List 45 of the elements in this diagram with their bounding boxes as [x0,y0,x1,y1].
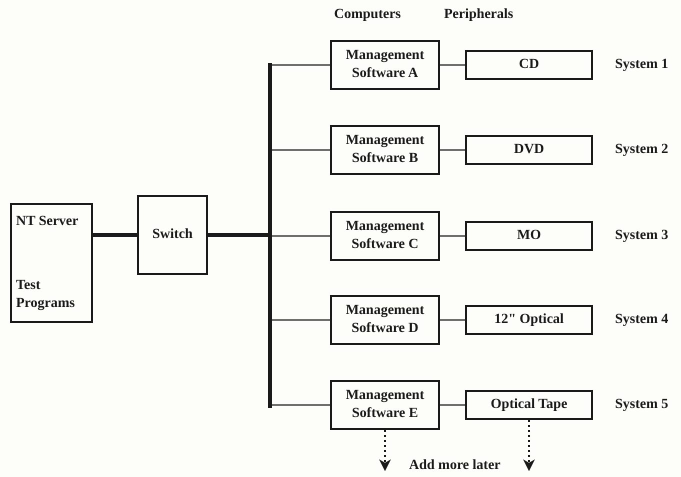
bus-bar [268,63,272,408]
computer-box [330,211,440,261]
system-label: System 1 [615,56,668,74]
computer-box [330,40,440,90]
node-label: Management Software A [344,47,426,83]
system-label: System 3 [615,227,668,245]
connector-line [272,149,330,151]
peripheral-box [465,390,593,420]
system-label: System 2 [615,141,668,159]
switch-box [137,195,208,275]
connector-line [440,319,465,321]
connector-line [272,64,330,66]
node-label: Optical Tape [490,396,568,414]
connector-line [93,233,137,237]
connector-line [272,319,330,321]
connector-line [440,404,465,406]
connector-line [272,404,330,406]
dotted-arrow [523,420,535,472]
computer-box [330,125,440,175]
node-label: Test Programs [16,277,76,313]
node-label: NT Server [16,213,78,231]
connector-line [440,64,465,66]
node-label: Switch [152,226,193,244]
peripheral-box [465,50,593,80]
connector-line [440,235,465,237]
node-label: MO [516,227,542,245]
system-label: System 4 [615,311,668,329]
connector-line [208,233,268,237]
node-label: 12" Optical [494,311,564,329]
computer-box [330,295,440,345]
server-box [10,203,93,323]
node-label: Management Software D [344,302,426,338]
connector-line [440,149,465,151]
computer-box [330,380,440,430]
node-label: CD [518,56,540,74]
peripheral-box [465,221,593,251]
node-label: Management Software B [344,132,426,168]
connector-line [272,235,330,237]
node-label: Management Software E [344,387,426,423]
peripheral-box [465,305,593,335]
peripheral-box [465,135,593,165]
node-label: DVD [514,141,544,159]
node-label: Management Software C [344,218,426,254]
system-label: System 5 [615,396,668,414]
dotted-arrow [379,430,391,472]
